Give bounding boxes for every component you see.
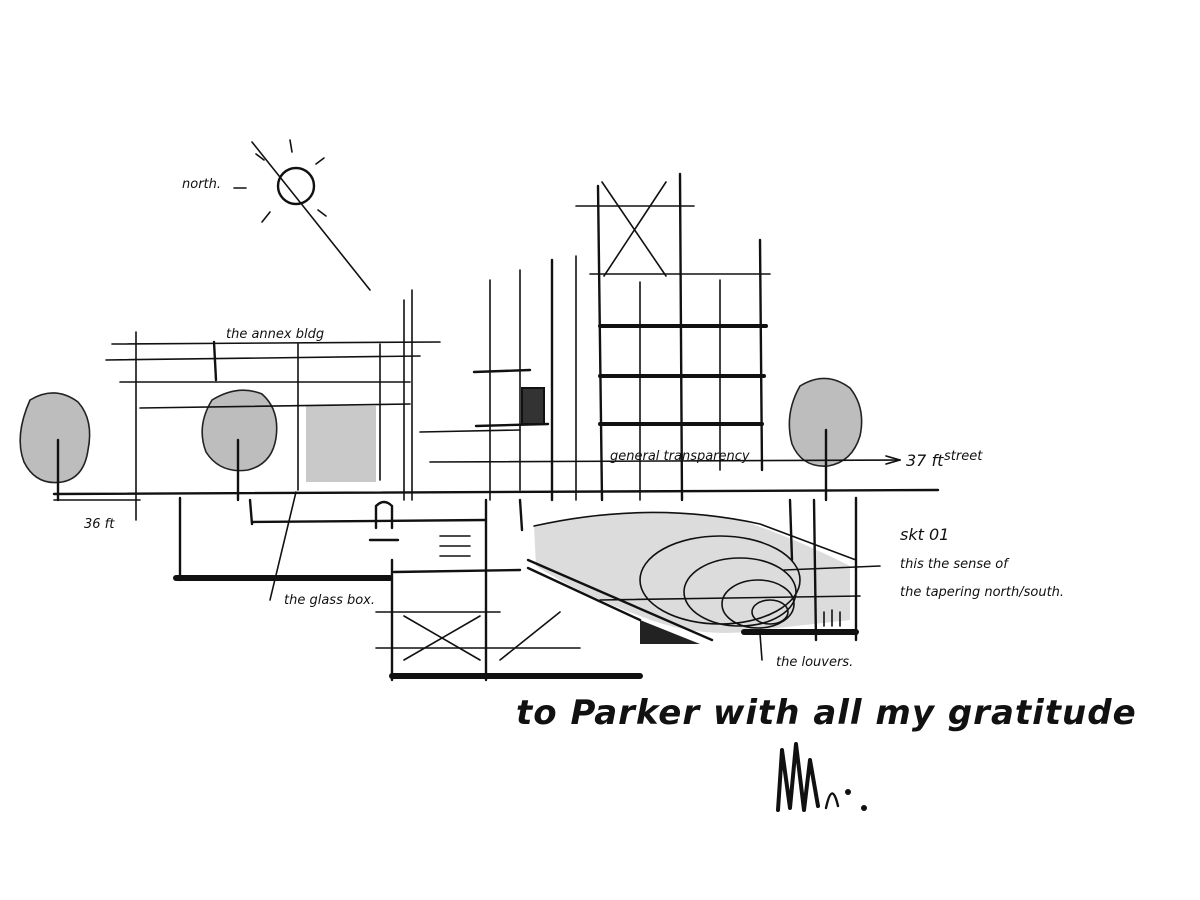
ground-line	[52, 455, 940, 501]
louvers-label: the louvers.	[776, 655, 853, 670]
handwritten-signature	[776, 742, 867, 812]
level-left-label: 36 ft	[84, 517, 115, 532]
louvers-leader	[759, 633, 763, 661]
annex-building	[105, 289, 441, 521]
middle-grid	[403, 255, 577, 502]
glass-box-leader	[269, 491, 297, 601]
side-note-line-3: the tapering north/south.	[900, 585, 1064, 600]
underground-section	[173, 496, 643, 682]
dedication: to Parker with all my gratitude	[516, 693, 1137, 733]
tower	[575, 172, 771, 502]
north-label: north.	[182, 177, 221, 192]
level-right-suffix: street	[944, 449, 983, 464]
sun-icon	[233, 139, 371, 291]
tree-middle	[201, 389, 278, 502]
level-right-label: 37 ft	[906, 451, 944, 470]
ramp-section	[518, 496, 881, 644]
side-note-line-1: skt 01	[900, 525, 949, 544]
annex-label: the annex bldg	[226, 327, 324, 342]
side-note: skt 01 this the sense of the tapering no…	[900, 525, 1064, 600]
side-note-line-2: this the sense of	[900, 557, 1010, 572]
glass-box-label: the glass box.	[284, 593, 375, 608]
tree-left	[19, 392, 91, 502]
tree-right	[788, 377, 863, 502]
